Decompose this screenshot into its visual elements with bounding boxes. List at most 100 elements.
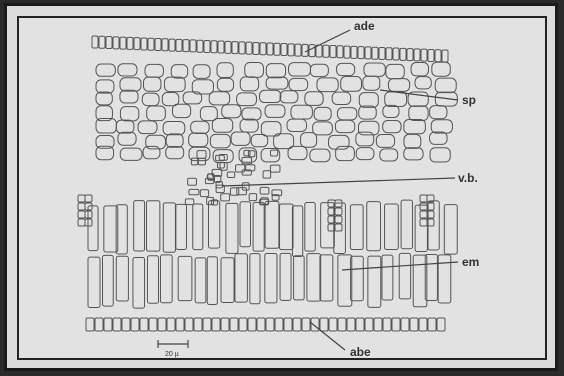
elongated-cell bbox=[334, 203, 346, 253]
vascular-cell bbox=[191, 158, 197, 165]
spongy-cell bbox=[162, 92, 179, 105]
upper-epidermis-cell bbox=[386, 48, 392, 60]
elongated-cell bbox=[161, 255, 173, 303]
spongy-cell bbox=[191, 121, 209, 133]
upper-epidermis-cell bbox=[407, 49, 413, 61]
lower-epidermis-cell bbox=[113, 318, 121, 331]
lower-epidermis-cell bbox=[365, 318, 373, 331]
spongy-cell bbox=[138, 121, 157, 134]
upper-epidermis-cell bbox=[421, 49, 427, 61]
lower-epidermis-cell bbox=[374, 318, 382, 331]
spongy-cell bbox=[359, 93, 378, 108]
upper-epidermis-cell bbox=[141, 38, 147, 50]
elongated-cell bbox=[292, 206, 302, 257]
spongy-cell bbox=[210, 134, 230, 147]
spongy-cell bbox=[289, 78, 308, 90]
lower-epidermis-cell bbox=[122, 318, 130, 331]
upper-epidermis-cell bbox=[162, 39, 168, 51]
vascular-cell bbox=[185, 199, 193, 205]
spongy-cell bbox=[96, 64, 115, 76]
elongated-cell bbox=[163, 203, 175, 252]
vb-leader-line bbox=[222, 178, 455, 186]
upper-epidermis-cell bbox=[176, 39, 182, 51]
spongy-cell bbox=[341, 77, 362, 92]
lower-epidermis-cell bbox=[149, 318, 157, 331]
spongy-cell bbox=[209, 92, 229, 105]
elongated-cell bbox=[382, 255, 393, 300]
lower-epidermis-cell bbox=[158, 318, 166, 331]
vascular-cell bbox=[189, 189, 199, 194]
spongy-cell bbox=[231, 132, 250, 145]
spongy-cell bbox=[145, 64, 163, 77]
spongy-cell bbox=[266, 77, 288, 89]
upper-epidermis-cell bbox=[120, 37, 126, 49]
vascular-cell bbox=[270, 150, 277, 156]
elongated-cell bbox=[367, 202, 381, 251]
lower-epidermis-cell bbox=[347, 318, 355, 331]
spongy-cell bbox=[120, 78, 141, 91]
elongated-cell bbox=[103, 255, 114, 306]
spongy-cell bbox=[356, 148, 374, 160]
spongy-cell bbox=[337, 63, 355, 75]
lower-epidermis-cell bbox=[437, 318, 445, 331]
upper-epidermis-cell bbox=[323, 45, 329, 57]
lower-epidermis-cell bbox=[257, 318, 265, 331]
vascular-cell bbox=[221, 194, 230, 201]
elongated-cell bbox=[240, 202, 250, 247]
vascular-cell bbox=[227, 172, 235, 177]
side-bundle-cell bbox=[420, 195, 427, 202]
lower-epidermis-cell bbox=[167, 318, 175, 331]
spongy-cell bbox=[388, 79, 409, 92]
side-bundle-cell bbox=[78, 195, 85, 202]
upper-epidermis-cell bbox=[260, 43, 266, 55]
spongy-cell bbox=[430, 148, 450, 162]
spongy-cell bbox=[432, 62, 450, 76]
spongy-cell bbox=[430, 132, 447, 144]
spongy-cell bbox=[363, 76, 380, 90]
cell-tissue bbox=[78, 36, 457, 331]
elongated-cell bbox=[280, 253, 291, 300]
spongy-cell bbox=[291, 105, 312, 119]
elongated-cell bbox=[444, 205, 457, 255]
upper-epidermis-cell bbox=[190, 40, 196, 52]
spongy-cell bbox=[404, 134, 421, 148]
spongy-cell bbox=[172, 104, 190, 117]
label-ade: ade bbox=[354, 19, 375, 33]
elongated-cell bbox=[351, 256, 364, 300]
spongy-cell bbox=[431, 120, 452, 133]
upper-epidermis-cell bbox=[337, 46, 343, 58]
elongated-cell bbox=[320, 255, 333, 301]
spongy-cell bbox=[335, 120, 354, 132]
side-bundle-cell bbox=[335, 216, 342, 223]
spongy-cell bbox=[409, 106, 428, 121]
lower-epidermis-cell bbox=[275, 318, 283, 331]
spongy-cell bbox=[212, 119, 232, 133]
side-bundle-cell bbox=[78, 203, 85, 210]
spongy-cell bbox=[313, 122, 333, 135]
lower-epidermis-cell bbox=[176, 318, 184, 331]
upper-epidermis-cell bbox=[288, 44, 294, 56]
upper-epidermis-cell bbox=[148, 38, 154, 50]
elongated-cell bbox=[147, 256, 158, 304]
elongated-cell bbox=[146, 201, 159, 251]
upper-epidermis-cell bbox=[218, 41, 224, 53]
elongated-cell bbox=[338, 255, 352, 306]
elongated-cell bbox=[178, 256, 192, 300]
elongated-cell bbox=[280, 204, 293, 250]
lower-epidermis-cell bbox=[185, 318, 193, 331]
elongated-cell bbox=[133, 258, 145, 309]
spongy-cell bbox=[237, 93, 257, 106]
lower-epidermis-cell bbox=[410, 318, 418, 331]
elongated-cell bbox=[401, 200, 412, 249]
side-bundle-cell bbox=[420, 211, 427, 218]
label-vb: v.b. bbox=[458, 171, 478, 185]
spongy-cell bbox=[171, 65, 187, 78]
spongy-cell bbox=[289, 63, 311, 76]
spongy-cell bbox=[301, 133, 317, 148]
spongy-cell bbox=[404, 120, 426, 134]
spongy-cell bbox=[305, 92, 323, 106]
lower-epidermis-cell bbox=[329, 318, 337, 331]
elongated-cell bbox=[399, 253, 410, 299]
elongated-cell bbox=[116, 256, 128, 301]
label-sp: sp bbox=[462, 93, 476, 107]
